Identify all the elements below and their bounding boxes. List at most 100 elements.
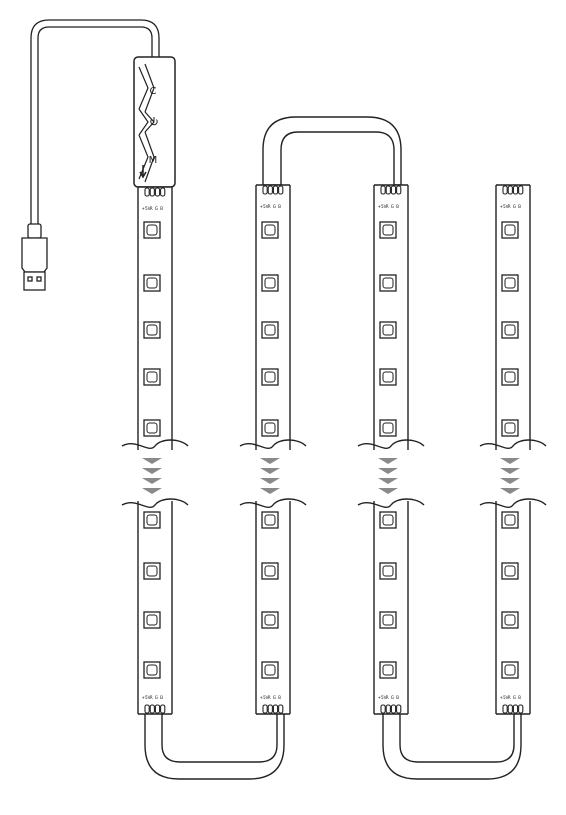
solder-pad-bottom-4 <box>518 704 524 714</box>
pad-label-r-bottom: R <box>268 695 271 700</box>
solder-pad-bottom-2 <box>149 704 155 714</box>
led-chip <box>143 368 161 386</box>
led-chip <box>143 419 161 437</box>
bottom-loop-connector-left <box>144 709 285 780</box>
solder-pad-bottom-1 <box>502 704 508 714</box>
led-chip <box>379 562 397 580</box>
flow-chevron <box>378 488 398 494</box>
pad-label-b-bottom: B <box>396 695 399 700</box>
solder-pad-bottom-1 <box>144 704 150 714</box>
flow-chevron <box>142 468 162 474</box>
arrow-down-icon <box>139 165 147 179</box>
solder-pad-top-1 <box>380 185 386 195</box>
led-chip <box>143 221 161 239</box>
solder-pad-top-4 <box>518 185 524 195</box>
solder-pad-top-4 <box>278 185 284 195</box>
solder-pad-bottom-3 <box>512 704 519 714</box>
led-chip <box>261 221 279 239</box>
flow-chevron <box>500 468 520 474</box>
led-chip <box>379 221 397 239</box>
flow-chevron <box>378 458 398 464</box>
cut-line-bottom <box>479 498 547 508</box>
solder-pad-bottom-4 <box>396 704 402 714</box>
solder-pad-bottom-3 <box>272 704 279 714</box>
cut-line-bottom <box>357 498 425 508</box>
cut-line-top <box>357 439 425 449</box>
led-chip <box>501 511 519 529</box>
led-chip <box>379 274 397 292</box>
led-chip <box>379 511 397 529</box>
flow-chevron <box>500 478 520 484</box>
solder-pad-bottom-3 <box>390 704 397 714</box>
flow-chevron <box>500 458 520 464</box>
solder-pad-bottom-2 <box>267 704 273 714</box>
mode-button[interactable]: M <box>138 131 158 183</box>
pad-label-g-bottom: G <box>391 695 394 700</box>
led-chip <box>261 368 279 386</box>
loop-connectors <box>144 116 522 780</box>
solder-pad-top-2 <box>267 185 273 195</box>
cut-line-bottom <box>239 498 307 508</box>
solder-pad-top-3 <box>154 187 161 197</box>
led-chip <box>379 368 397 386</box>
led-chip <box>379 611 397 629</box>
solder-pad-bottom-3 <box>154 704 161 714</box>
cut-line-bottom <box>121 498 189 508</box>
solder-pad-top-3 <box>512 185 519 195</box>
flow-chevron <box>260 488 280 494</box>
mode-button-label: M <box>149 155 158 166</box>
pad-label-voltage-top: +5V <box>499 204 508 209</box>
flow-chevron <box>260 478 280 484</box>
pad-label-b-bottom: B <box>518 695 521 700</box>
led-chip <box>143 274 161 292</box>
pad-label-g-bottom: G <box>513 695 516 700</box>
solder-pad-bottom-4 <box>278 704 284 714</box>
flow-chevron <box>378 478 398 484</box>
pad-label-g-bottom: G <box>273 695 276 700</box>
solder-pad-bottom-1 <box>380 704 386 714</box>
solder-pad-top-2 <box>507 185 513 195</box>
led-chip <box>501 611 519 629</box>
solder-pad-top-1 <box>262 185 268 195</box>
led-chip <box>379 321 397 339</box>
led-chip <box>501 368 519 386</box>
pad-label-b-bottom: B <box>160 695 163 700</box>
pad-label-b-top: B <box>518 204 521 209</box>
led-chip <box>261 611 279 629</box>
solder-pad-top-4 <box>396 185 402 195</box>
pad-label-r-top: R <box>386 204 389 209</box>
pad-label-b-top: B <box>160 206 163 211</box>
pad-label-b-top: B <box>396 204 399 209</box>
pad-label-g-top: G <box>391 204 394 209</box>
solder-pad-top-1 <box>502 185 508 195</box>
flow-chevron <box>260 458 280 464</box>
pad-label-g-top: G <box>513 204 516 209</box>
pad-label-b-bottom: B <box>278 695 281 700</box>
flow-chevron <box>500 488 520 494</box>
pad-label-voltage-top: +5V <box>377 204 386 209</box>
led-chip <box>501 221 519 239</box>
led-chip <box>143 661 161 679</box>
led-chip <box>143 611 161 629</box>
solder-pad-top-3 <box>272 185 279 195</box>
led-chip <box>501 321 519 339</box>
usb-cable-outer <box>30 19 160 226</box>
pad-label-voltage-bottom: +5V <box>499 695 508 700</box>
flow-chevron <box>142 478 162 484</box>
led-chip <box>261 661 279 679</box>
flow-chevron <box>260 468 280 474</box>
top-loop-connector <box>262 116 402 186</box>
led-chip <box>501 274 519 292</box>
power-icon <box>150 117 158 126</box>
led-chip <box>261 321 279 339</box>
solder-pad-bottom-4 <box>160 704 166 714</box>
led-chip <box>261 274 279 292</box>
color-button[interactable]: C <box>138 63 157 113</box>
power-button[interactable] <box>138 108 158 136</box>
led-chip <box>261 511 279 529</box>
